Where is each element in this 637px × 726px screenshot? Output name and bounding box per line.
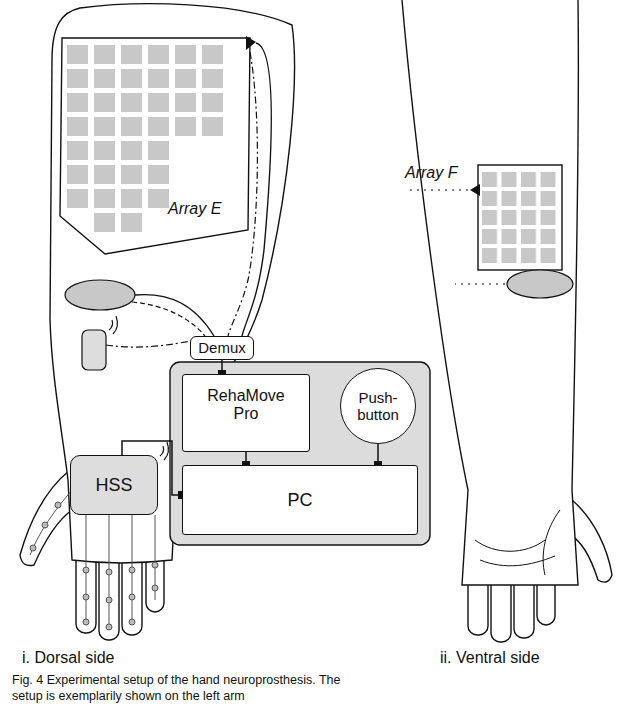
array-label: Array E bbox=[168, 199, 221, 218]
figure-caption: Fig. 4 Experimental setup of the hand ne… bbox=[12, 672, 357, 705]
node-text: Demux bbox=[198, 339, 246, 356]
demux-box: Demux bbox=[190, 336, 254, 360]
node-text: PC bbox=[287, 490, 312, 511]
array-label: Array F bbox=[405, 163, 457, 182]
node-text: RehaMove Pro bbox=[201, 387, 291, 424]
side-label: i. Dorsal side bbox=[22, 648, 114, 667]
stimulator-box: RehaMove Pro bbox=[182, 374, 310, 452]
pc-box: PC bbox=[182, 465, 418, 535]
glove-box: HSS bbox=[70, 455, 158, 515]
pushbutton-circle: Push-button bbox=[340, 368, 416, 444]
node-text: HSS bbox=[95, 475, 132, 496]
node-text: Push-button bbox=[348, 389, 408, 424]
side-label: ii. Ventral side bbox=[440, 648, 540, 667]
